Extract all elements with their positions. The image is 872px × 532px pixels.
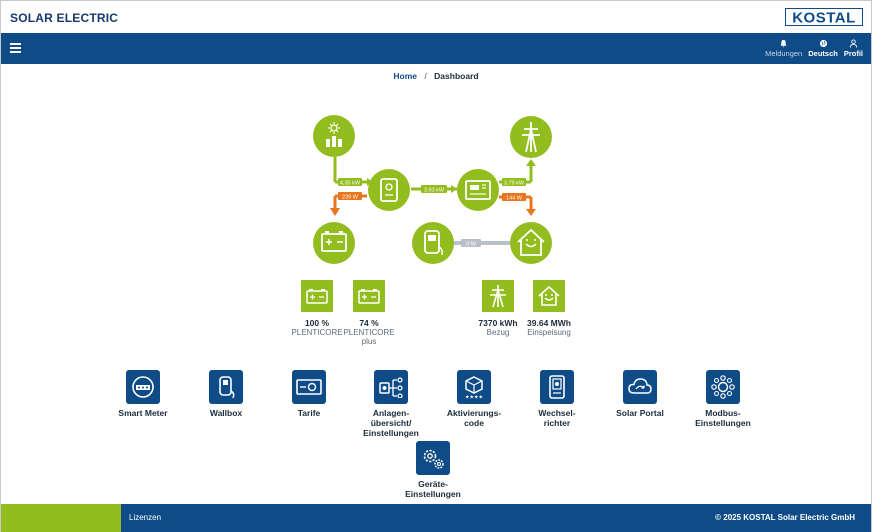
meter-node	[457, 169, 499, 211]
wallbox-icon	[209, 370, 243, 404]
battery-icon	[301, 280, 333, 312]
stat-battery-1: 100 % PLENTICORE	[287, 280, 347, 337]
stat-label: PLENTICORE	[291, 328, 343, 337]
stat-value: 100 %	[304, 318, 330, 328]
tile-label: Geräte-Einstellungen	[405, 479, 461, 499]
sun-icon	[328, 122, 340, 134]
bell-icon	[780, 39, 787, 48]
breadcrumb: Home / Dashboard	[1, 71, 871, 81]
footer: Lizenzen © 2025 KOSTAL Solar Electric Gm…	[1, 504, 871, 532]
house-node	[510, 222, 552, 264]
svg-text:★★★★: ★★★★	[465, 395, 483, 400]
tile-wallbox[interactable]: Wallbox	[186, 370, 266, 418]
breadcrumb-current: Dashboard	[434, 71, 479, 81]
tile-aktivierungscode[interactable]: ★★★★ Aktivierungs-code	[434, 370, 514, 428]
stat-grid-consumption: 7370 kWh Bezug	[468, 280, 528, 337]
stat-label: PLENTICORE plus	[343, 328, 395, 346]
globe-icon	[819, 39, 827, 48]
tile-label: Solar Portal	[616, 408, 664, 418]
pv-node	[313, 115, 355, 157]
tile-wechselrichter[interactable]: Wechsel-richter	[517, 370, 597, 428]
stat-feed-in: 39.64 MWh Einspeisung	[519, 280, 579, 337]
stat-battery-2: 74 % PLENTICORE plus	[339, 280, 399, 346]
language-button[interactable]: Deutsch	[808, 39, 838, 58]
flow-label-grid: 3,79 kW	[504, 180, 525, 186]
inverter-icon	[540, 370, 574, 404]
notifications-label: Meldungen	[765, 49, 803, 58]
tile-tarife[interactable]: Tarife	[269, 370, 349, 418]
modbus-icon	[706, 370, 740, 404]
stat-value: 39.64 MWh	[527, 318, 571, 328]
stat-value: 74 %	[359, 318, 379, 328]
gear-icon	[416, 441, 450, 475]
battery-node	[313, 222, 355, 264]
svg-text:KOSTAL: KOSTAL	[792, 10, 856, 27]
tile-label: Anlagen-übersicht/ Einstellungen	[363, 408, 419, 438]
tile-anlagenuebersicht[interactable]: Anlagen-übersicht/ Einstellungen	[351, 370, 431, 438]
energy-flow-diagram: 4,35 kW 239 W 3,93 kW 3,79 kW 144 W 0 W	[313, 115, 552, 264]
flow-label-inverter: 3,93 kW	[424, 187, 445, 193]
nav-actions: Meldungen Deutsch Profil	[765, 39, 863, 58]
grid-node	[510, 116, 552, 158]
flow-label-battery: 239 W	[342, 194, 359, 200]
flow-label-wallbox: 0 W	[466, 241, 477, 247]
smart-meter-icon	[126, 370, 160, 404]
app-title: SOLAR ELECTRIC	[10, 11, 119, 25]
flow-label-house: 144 W	[506, 195, 523, 201]
tile-label: Smart Meter	[118, 408, 168, 418]
tile-label: Tarife	[297, 408, 321, 418]
tile-solar-portal[interactable]: Solar Portal	[600, 370, 680, 418]
tariff-icon	[292, 370, 326, 404]
license-link[interactable]: Lizenzen	[129, 513, 162, 522]
system-overview-icon	[374, 370, 408, 404]
footer-accent	[1, 504, 121, 532]
tile-label: Modbus-Einstellungen	[695, 408, 751, 428]
language-label: Deutsch	[808, 49, 838, 58]
kostal-logo: KOSTAL	[785, 8, 863, 26]
house-icon	[533, 280, 565, 312]
profile-button[interactable]: Profil	[844, 39, 863, 58]
tile-label: Wallbox	[209, 408, 243, 418]
solar-portal-icon	[623, 370, 657, 404]
breadcrumb-separator: /	[424, 71, 427, 81]
power-pylon-icon	[482, 280, 514, 312]
hamburger-icon[interactable]	[10, 43, 21, 53]
tile-smart-meter[interactable]: Smart Meter	[103, 370, 183, 418]
tile-geraete-einstellungen[interactable]: Geräte-Einstellungen	[393, 441, 473, 499]
stat-label: Bezug	[486, 328, 510, 337]
user-icon	[849, 39, 858, 48]
notifications-button[interactable]: Meldungen	[765, 39, 802, 58]
profile-label: Profil	[843, 49, 863, 58]
copyright-text: © 2025 KOSTAL Solar Electric GmbH	[715, 513, 855, 522]
tile-label: Wechsel-richter	[538, 408, 576, 428]
breadcrumb-home[interactable]: Home	[393, 71, 418, 81]
activation-code-icon: ★★★★	[457, 370, 491, 404]
nav-bar: Meldungen Deutsch Profil	[1, 33, 871, 64]
inverter-node	[368, 169, 410, 211]
tile-label: Aktivierungs-code	[446, 408, 502, 428]
wallbox-node	[412, 222, 454, 264]
stat-value: 7370 kWh	[478, 318, 518, 328]
stat-label: Einspeisung	[527, 328, 571, 337]
tile-modbus[interactable]: Modbus-Einstellungen	[683, 370, 763, 428]
flow-label-pv: 4,35 kW	[340, 180, 361, 186]
battery-icon	[353, 280, 385, 312]
top-bar: SOLAR ELECTRIC KOSTAL	[1, 1, 871, 33]
